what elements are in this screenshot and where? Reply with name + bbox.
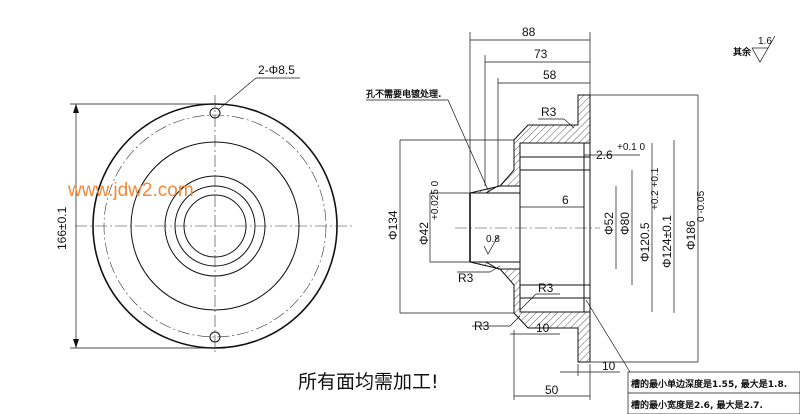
dim-42-label: Φ42: [417, 222, 431, 245]
outer-dim-label: 166±0.1: [55, 206, 69, 250]
dim-80-label: Φ80: [618, 212, 632, 235]
roughness-small: 0.8: [486, 234, 500, 245]
dim-120-label: Φ120.5: [638, 222, 652, 262]
groove-note-box: 槽的最小单边深度是1.55, 最大是1.8. 槽的最小宽度是2.6, 最大是2.…: [627, 371, 800, 414]
dim-50: 50: [545, 383, 559, 397]
groove-note-2: 槽的最小宽度是2.6, 最大是2.7.: [631, 399, 763, 411]
roughness-symbol: 其余 1.6: [733, 35, 776, 63]
dim-120-tol: +0.2 +0.1: [650, 167, 661, 210]
radius-r3-bottom: R3: [474, 319, 490, 333]
groove-tol: +0.1 0: [617, 142, 646, 153]
section-body-lower: [469, 261, 591, 363]
plating-note: 孔不需要电镀处理.: [366, 88, 441, 100]
roughness-value: 1.6: [758, 36, 772, 47]
watermark: www.jdw2.com: [67, 180, 194, 201]
dim-10-a: 10: [536, 321, 550, 335]
dim-52-label: Φ52: [602, 212, 616, 235]
dim-186-label: Φ186: [684, 220, 698, 250]
radius-r3-mid: R3: [538, 281, 554, 295]
radius-r3-top: R3: [541, 105, 557, 119]
dim-58: 58: [543, 68, 557, 82]
dim-10-b: 10: [602, 359, 616, 373]
dim-186-tol: 0 -0.05: [696, 190, 707, 222]
radius-r3-left: R3: [458, 271, 474, 285]
hole-note-label: 2-Φ8.5: [258, 63, 295, 77]
dim-42-tol: +0.025 0: [430, 180, 441, 220]
inner-depth-dim: 6: [562, 193, 569, 207]
dim-134-label: Φ134: [386, 210, 400, 240]
front-view: 2-Φ8.5 166±0.1: [55, 63, 355, 352]
groove-dim: 2.6: [596, 148, 613, 162]
roughness-prefix: 其余: [733, 46, 752, 58]
section-view: 88 73 58 孔不需要电镀处理. R3 R3 R3 R3 2.6 +0.1 …: [366, 25, 707, 400]
section-body-upper: [469, 94, 591, 194]
groove-note-1: 槽的最小单边深度是1.55, 最大是1.8.: [631, 378, 787, 390]
machining-note: 所有面均需加工!: [298, 371, 439, 393]
dim-124-label: Φ124±0.1: [660, 215, 674, 268]
dim-73: 73: [534, 47, 548, 61]
dim-88: 88: [522, 25, 536, 39]
